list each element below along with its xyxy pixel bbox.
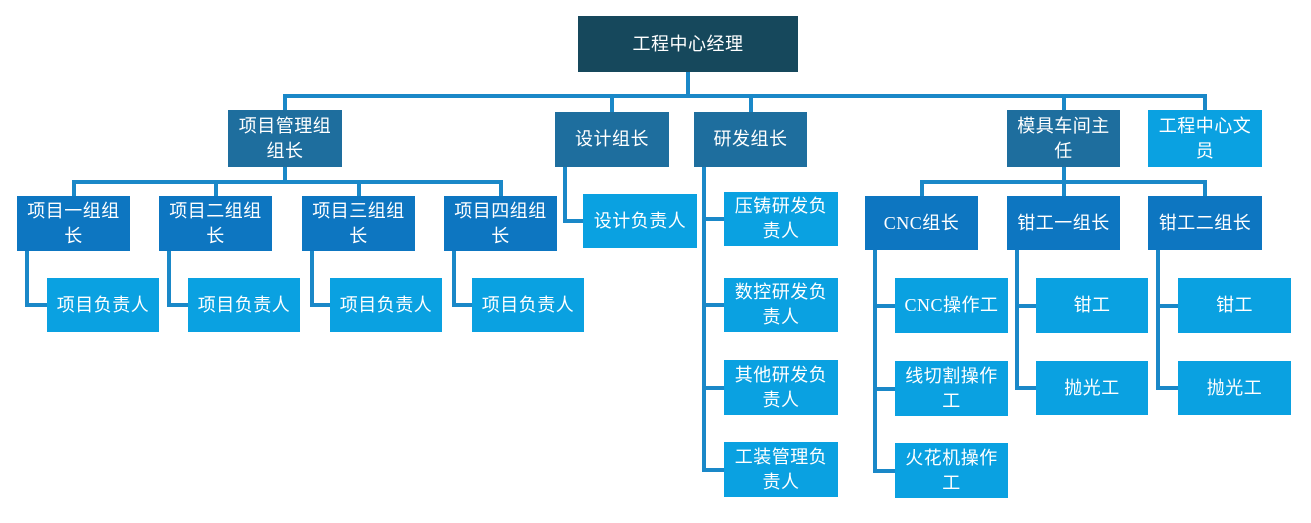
connector-segment bbox=[1156, 386, 1178, 390]
connector-segment bbox=[873, 250, 877, 473]
connector-segment bbox=[686, 72, 690, 98]
connector-segment bbox=[610, 94, 614, 112]
connector-segment bbox=[702, 217, 724, 221]
org-node-mold: 模具车间主任 bbox=[1007, 110, 1120, 167]
connector-segment bbox=[873, 468, 895, 473]
connector-segment bbox=[1203, 94, 1207, 110]
org-node-f2b: 抛光工 bbox=[1178, 361, 1291, 415]
connector-segment bbox=[1156, 303, 1178, 308]
connector-segment bbox=[498, 180, 503, 196]
connector-segment bbox=[71, 180, 76, 196]
connector-segment bbox=[71, 180, 503, 184]
connector-segment bbox=[702, 467, 724, 472]
org-node-rd1: 压铸研发负责人 bbox=[724, 192, 838, 246]
org-node-rd3: 其他研发负责人 bbox=[724, 360, 838, 415]
connector-segment bbox=[1061, 94, 1066, 110]
connector-segment bbox=[919, 180, 924, 196]
org-node-cnc: CNC组长 bbox=[865, 196, 978, 250]
connector-segment bbox=[167, 303, 188, 307]
connector-segment bbox=[1203, 180, 1207, 196]
connector-segment bbox=[283, 94, 1207, 98]
connector-segment bbox=[1015, 386, 1036, 390]
connector-segment bbox=[356, 180, 361, 196]
org-node-pm: 项目管理组组长 bbox=[228, 110, 342, 167]
org-node-designs: 设计负责人 bbox=[583, 194, 697, 248]
org-node-p1: 项目一组组长 bbox=[17, 196, 130, 251]
connector-segment bbox=[310, 303, 330, 307]
org-node-f1b: 抛光工 bbox=[1036, 361, 1148, 415]
connector-segment bbox=[702, 303, 724, 307]
connector-segment bbox=[1015, 250, 1019, 390]
connector-segment bbox=[1015, 303, 1036, 308]
org-node-f2a: 钳工 bbox=[1178, 278, 1291, 333]
org-node-p3: 项目三组组长 bbox=[302, 196, 415, 251]
connector-segment bbox=[873, 386, 895, 391]
connector-segment bbox=[25, 303, 47, 307]
connector-segment bbox=[213, 180, 218, 196]
connector-segment bbox=[748, 94, 753, 112]
org-node-p2s: 项目负责人 bbox=[188, 278, 300, 332]
org-node-cnc1: CNC操作工 bbox=[895, 278, 1008, 333]
connector-segment bbox=[452, 251, 456, 307]
org-node-rd: 研发组长 bbox=[694, 112, 807, 167]
connector-segment bbox=[25, 251, 29, 307]
org-node-p4s: 项目负责人 bbox=[472, 278, 584, 332]
org-node-p3s: 项目负责人 bbox=[330, 278, 442, 332]
connector-segment bbox=[283, 94, 287, 110]
org-node-p1s: 项目负责人 bbox=[47, 278, 159, 332]
connector-segment bbox=[563, 219, 583, 223]
org-node-clerk: 工程中心文员 bbox=[1148, 110, 1262, 167]
org-node-cnc3: 火花机操作工 bbox=[895, 443, 1008, 498]
connector-segment bbox=[310, 251, 314, 307]
connector-segment bbox=[1061, 180, 1066, 196]
connector-segment bbox=[702, 167, 706, 472]
connector-segment bbox=[702, 385, 724, 390]
org-node-root: 工程中心经理 bbox=[578, 16, 798, 72]
org-node-p2: 项目二组组长 bbox=[159, 196, 272, 251]
org-node-fit1: 钳工一组长 bbox=[1007, 196, 1120, 250]
org-node-rd2: 数控研发负责人 bbox=[724, 278, 838, 332]
connector-segment bbox=[167, 251, 171, 307]
connector-segment bbox=[563, 167, 567, 223]
org-node-rd4: 工装管理负责人 bbox=[724, 442, 838, 497]
connector-segment bbox=[1156, 250, 1160, 390]
org-node-fit2: 钳工二组长 bbox=[1148, 196, 1262, 250]
connector-segment bbox=[1061, 167, 1066, 184]
org-node-cnc2: 线切割操作工 bbox=[895, 361, 1008, 416]
org-node-design: 设计组长 bbox=[555, 112, 669, 167]
connector-segment bbox=[452, 303, 472, 307]
org-node-f1a: 钳工 bbox=[1036, 278, 1148, 333]
connector-segment bbox=[873, 303, 895, 308]
connector-segment bbox=[283, 167, 287, 184]
org-node-p4: 项目四组组长 bbox=[444, 196, 557, 251]
